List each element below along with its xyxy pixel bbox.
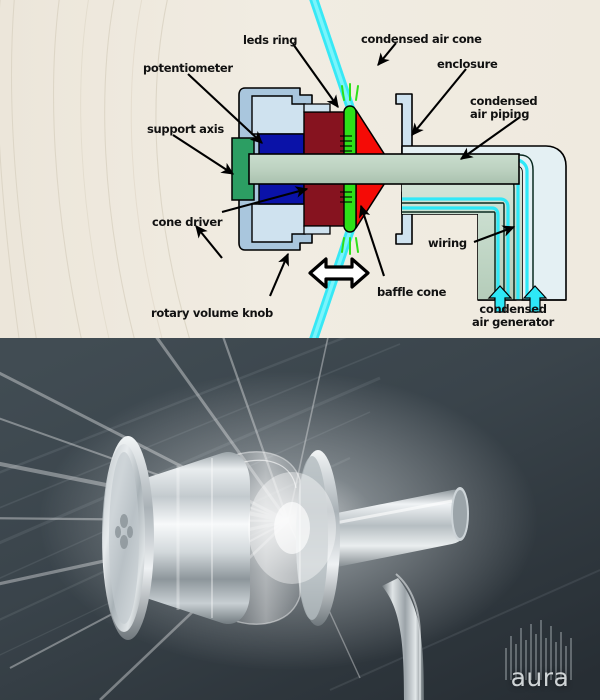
background-arcs (0, 0, 190, 338)
cutaway-diagram-graphic (0, 0, 600, 338)
product-render-graphic (0, 338, 600, 700)
product-render-panel: aura (0, 338, 600, 700)
leader-lines (172, 42, 521, 297)
speaker-neck (322, 487, 469, 570)
cutaway-diagram-panel: leds ring condensed air cone potentiomet… (0, 0, 600, 338)
led-rays-icon (341, 83, 359, 255)
speaker-front-face (102, 436, 154, 640)
speaker-rear-ring (296, 450, 340, 626)
drive-shaft (248, 153, 520, 185)
led-wiring-hatch (340, 135, 352, 203)
condensed-air-generator-arrows (487, 285, 548, 313)
speaker-stand (382, 573, 424, 700)
motion-double-arrow-icon (308, 257, 370, 289)
vent-holes (115, 514, 133, 549)
speaker-cone-body (128, 451, 250, 625)
